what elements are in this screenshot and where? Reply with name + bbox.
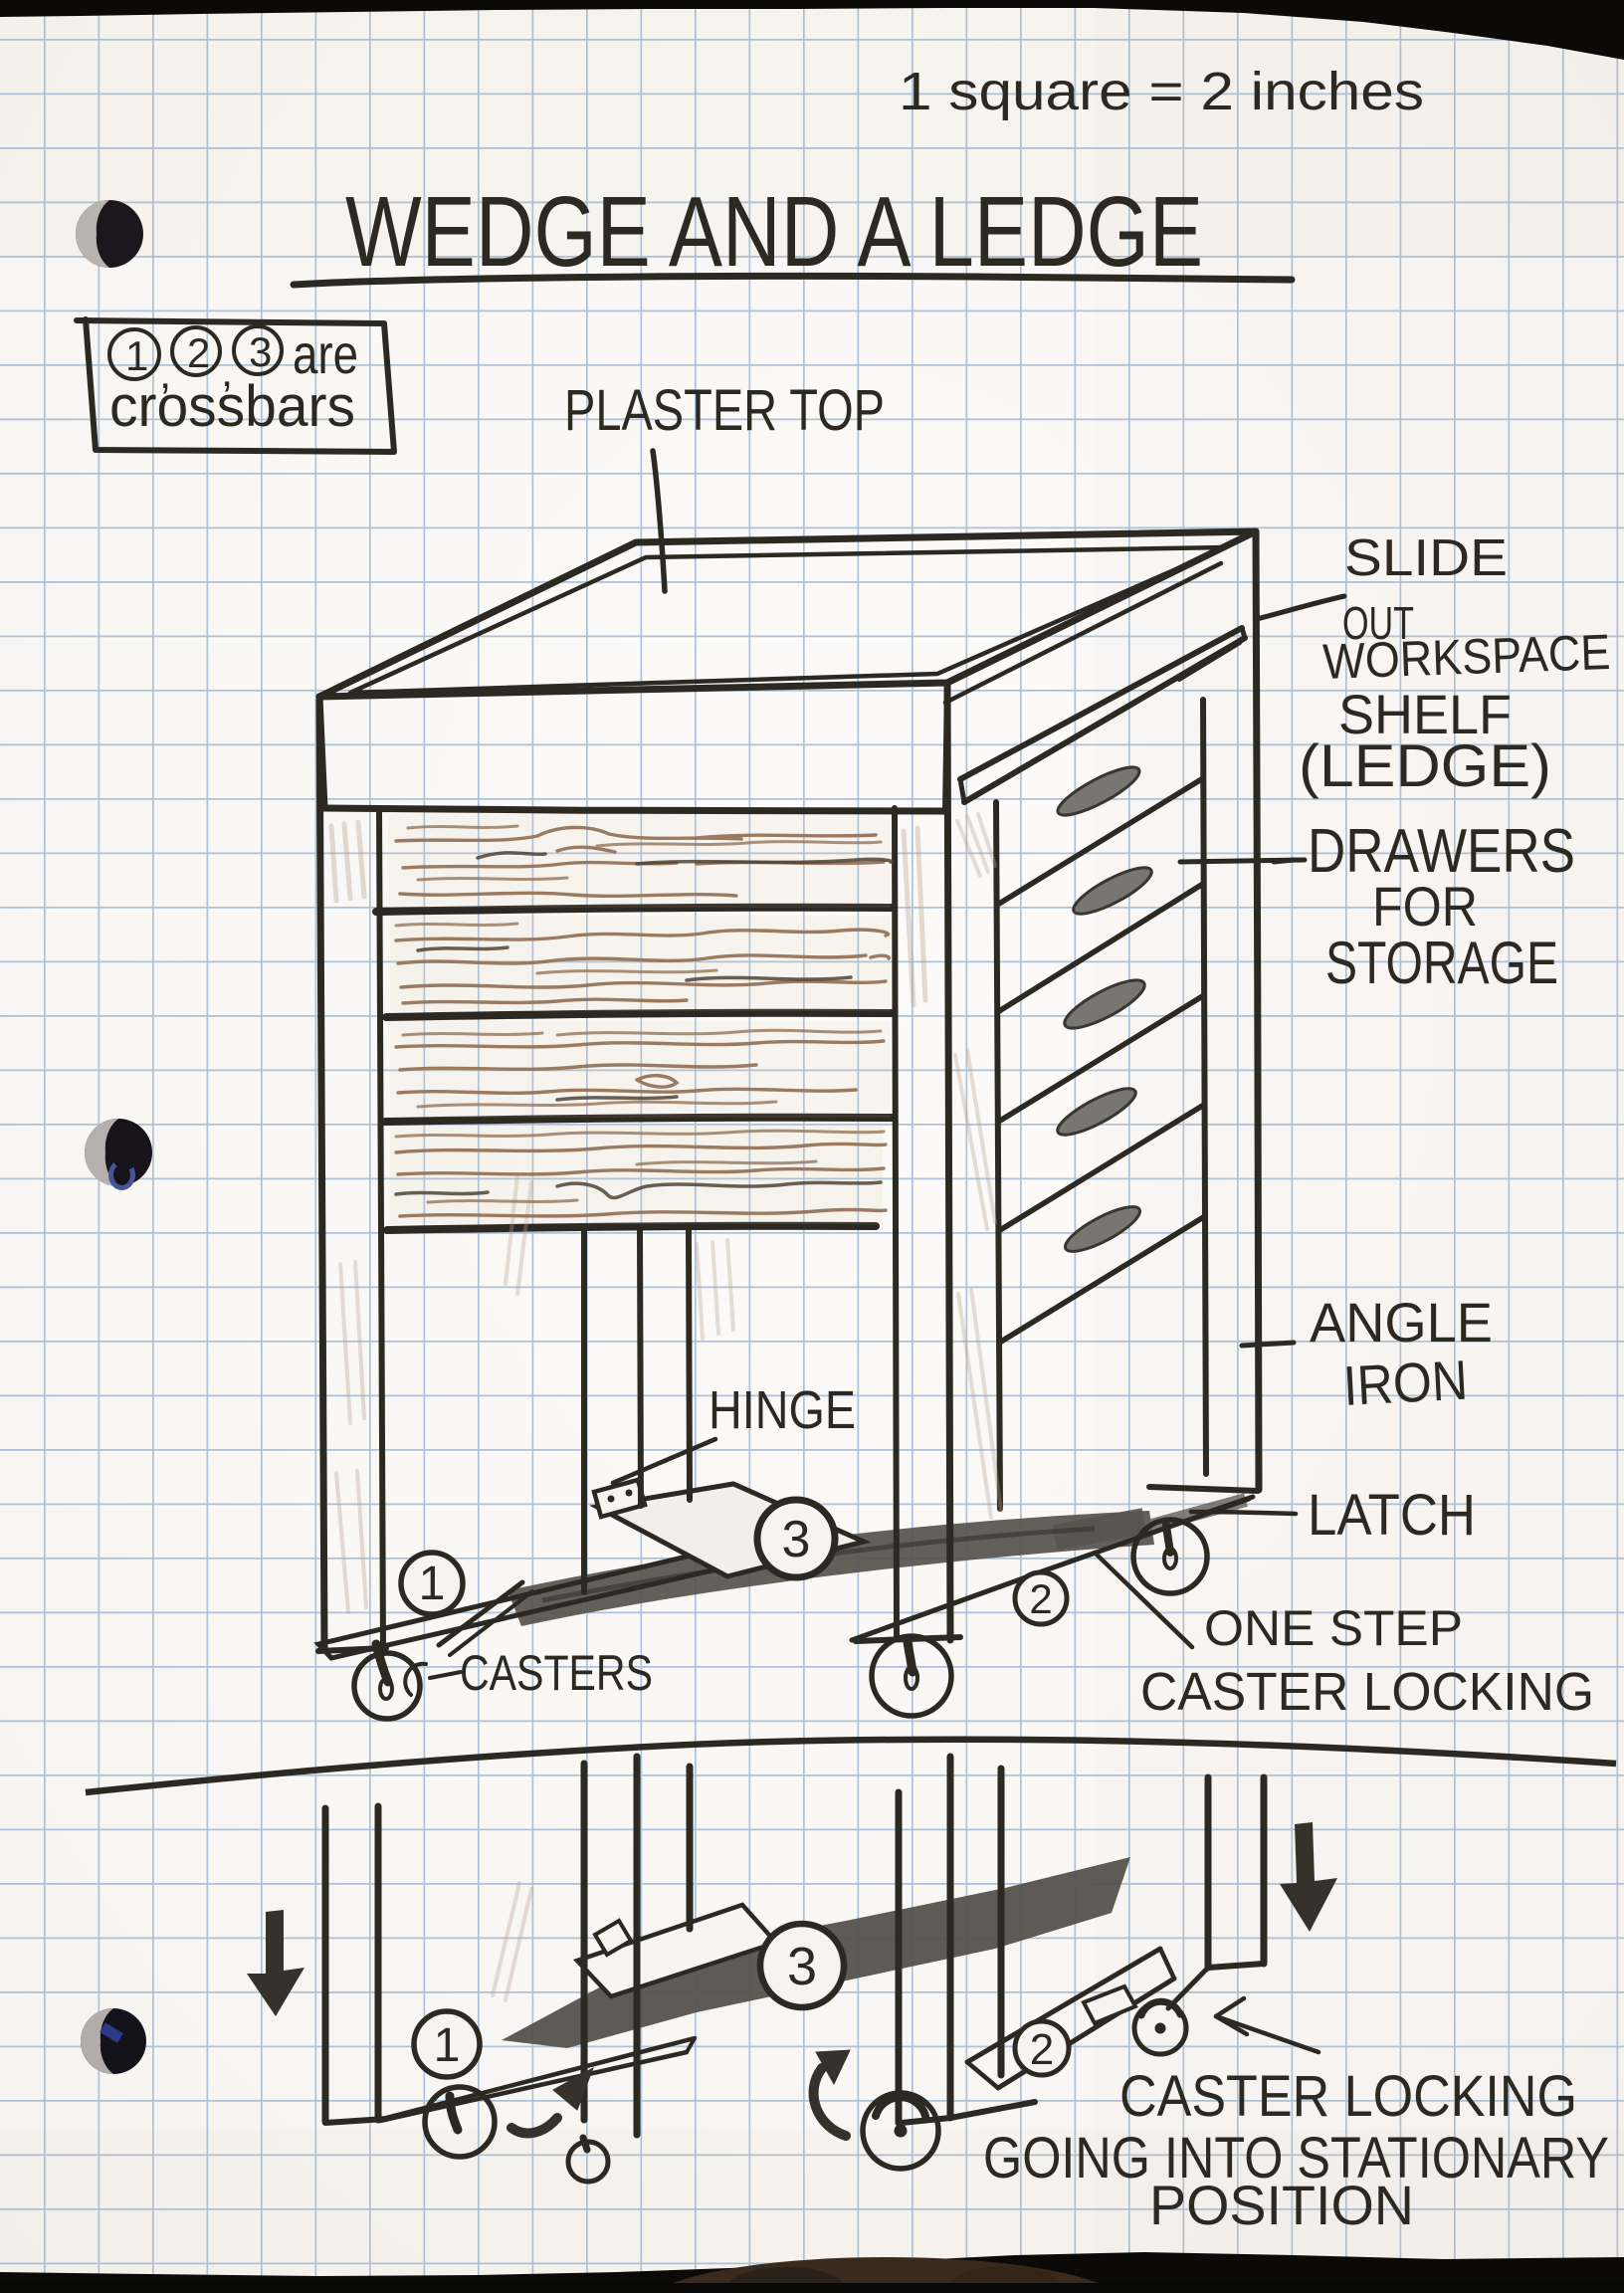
svg-text:PLASTER TOP: PLASTER TOP (564, 378, 885, 443)
svg-text:crossbars: crossbars (109, 374, 355, 439)
svg-text:OUT: OUT (1342, 597, 1414, 649)
svg-text:HINGE: HINGE (709, 1380, 856, 1440)
svg-text:STORAGE: STORAGE (1325, 930, 1558, 996)
svg-text:,: , (159, 349, 171, 398)
svg-text:3: 3 (249, 328, 272, 375)
svg-text:POSITION: POSITION (1149, 2174, 1414, 2236)
svg-text:ONE STEP: ONE STEP (1204, 1600, 1463, 1656)
svg-text:1: 1 (125, 332, 148, 379)
svg-text:3: 3 (787, 1937, 817, 1996)
svg-text:IRON: IRON (1341, 1349, 1469, 1417)
svg-text:are: are (293, 322, 358, 385)
svg-text:CASTERS: CASTERS (460, 1645, 653, 1701)
svg-text:SLIDE: SLIDE (1344, 529, 1508, 587)
svg-text:1: 1 (419, 1558, 446, 1610)
svg-text:,: , (221, 347, 233, 396)
svg-text:CASTER LOCKING: CASTER LOCKING (1140, 1662, 1594, 1722)
svg-text:WEDGE AND A LEDGE: WEDGE AND A LEDGE (345, 176, 1203, 288)
svg-text:LATCH: LATCH (1308, 1483, 1476, 1548)
svg-text:CASTER LOCKING: CASTER LOCKING (1119, 2064, 1577, 2129)
svg-text:2: 2 (187, 329, 210, 376)
svg-text:GOING INTO STATIONARY: GOING INTO STATIONARY (983, 2126, 1609, 2190)
svg-text:2: 2 (1029, 1575, 1052, 1622)
svg-text:ANGLE: ANGLE (1310, 1291, 1493, 1354)
svg-text:3: 3 (782, 1511, 811, 1568)
svg-text:WORKSPACE: WORKSPACE (1321, 624, 1611, 690)
svg-text:(LEDGE): (LEDGE) (1299, 732, 1551, 799)
svg-text:2: 2 (1030, 2025, 1054, 2074)
svg-text:1: 1 (434, 2019, 461, 2072)
svg-text:SHELF: SHELF (1338, 683, 1512, 745)
svg-text:FOR: FOR (1372, 875, 1478, 938)
svg-text:DRAWERS: DRAWERS (1308, 817, 1575, 886)
svg-text:1 square = 2 inches: 1 square = 2 inches (899, 62, 1424, 121)
